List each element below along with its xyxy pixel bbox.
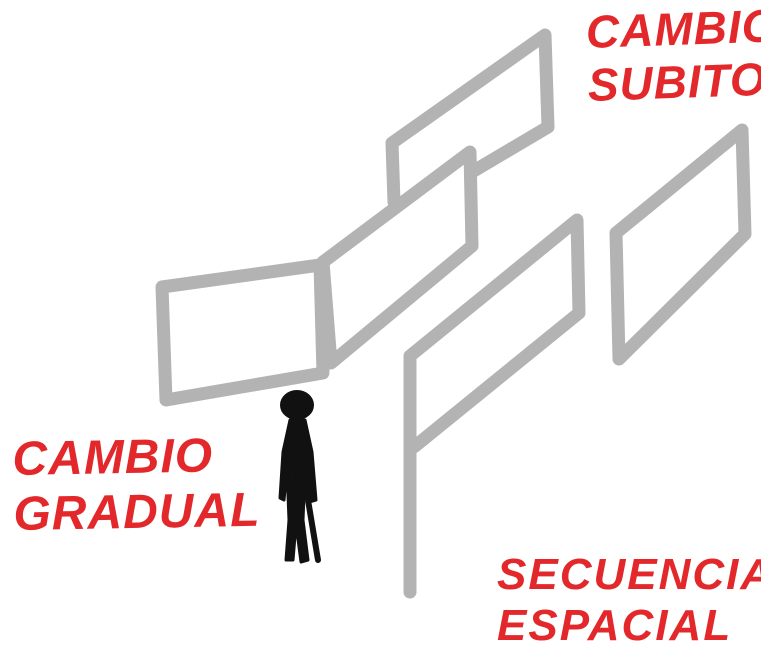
label-spatial-sequence: SECUENCIA ESPACIAL	[497, 550, 761, 651]
label-sudden-change-line2: SUBITO	[586, 52, 761, 111]
frame-middle	[316, 145, 479, 370]
label-gradual-change-line2: GRADUAL	[12, 483, 261, 542]
label-sudden-change: CAMBIO SUBITO	[585, 0, 761, 112]
frame-top-center	[385, 28, 555, 209]
label-gradual-change-line1: CAMBIO	[12, 429, 214, 486]
frame-front-left	[155, 258, 330, 407]
label-sudden-change-line1: CAMBIO	[585, 0, 761, 58]
label-spatial-sequence-line1: SECUENCIA	[497, 550, 761, 599]
frame-flag	[403, 213, 586, 599]
label-gradual-change: CAMBIO GRADUAL	[12, 428, 261, 543]
frame-right	[609, 123, 752, 366]
human-figure	[278, 390, 321, 564]
label-spatial-sequence-line2: ESPACIAL	[497, 600, 733, 650]
